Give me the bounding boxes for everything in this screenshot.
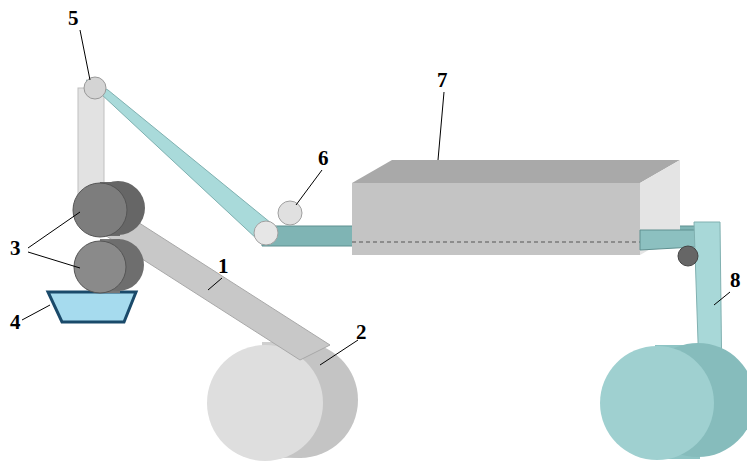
roller-face — [73, 183, 127, 237]
callout-number: 3 — [10, 238, 21, 259]
box-front — [352, 183, 640, 255]
leader-lines — [22, 30, 730, 365]
callout-number: 1 — [218, 256, 229, 277]
press-roller — [278, 201, 302, 225]
coating-tray — [48, 292, 136, 322]
leader-line — [22, 305, 50, 320]
take-up-roll — [600, 343, 747, 460]
guide-roller — [678, 246, 698, 266]
web-path-line — [352, 241, 640, 242]
callout-number: 4 — [10, 312, 21, 333]
roller-face — [74, 241, 126, 293]
box-top — [352, 160, 680, 183]
dryer-box — [352, 160, 680, 255]
callout-number: 2 — [356, 322, 367, 343]
leader-line — [208, 278, 222, 290]
callout-number: 7 — [437, 70, 448, 91]
leader-line — [320, 340, 358, 365]
coating-rollers — [73, 181, 145, 293]
leader-line — [28, 252, 80, 268]
roll-face — [600, 346, 714, 460]
guide-roller — [254, 221, 278, 245]
leader-line — [80, 30, 90, 80]
leader-line — [28, 212, 80, 248]
leader-line — [714, 292, 730, 305]
callout-number: 6 — [318, 148, 329, 169]
supply-roll — [207, 342, 358, 461]
guide-roller — [84, 77, 106, 99]
leader-line — [296, 170, 322, 205]
callout-number: 8 — [730, 270, 741, 291]
roll-face — [207, 345, 323, 461]
coated-web — [86, 80, 282, 240]
callout-number: 5 — [68, 8, 79, 29]
leader-line — [438, 92, 444, 160]
